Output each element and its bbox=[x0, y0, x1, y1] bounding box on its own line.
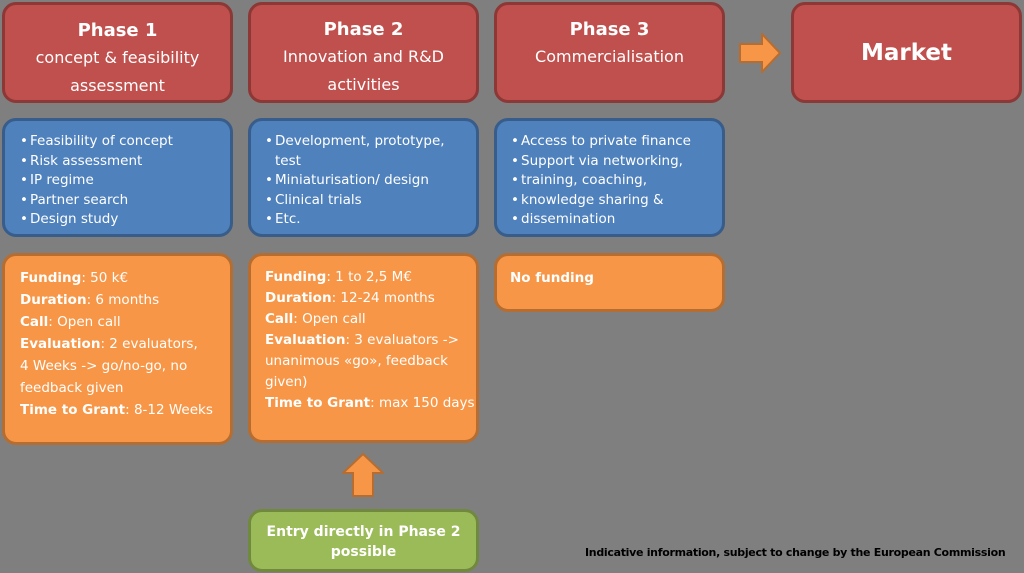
phase-1-title: Phase 1 bbox=[77, 20, 158, 41]
detail-row: Funding: 50 k€ bbox=[20, 267, 230, 289]
detail-value: : 2 evaluators, bbox=[100, 336, 198, 352]
detail-row: feedback given bbox=[20, 377, 230, 399]
phase-3-title: Phase 3 bbox=[569, 19, 650, 40]
detail-value: : max 150 days bbox=[370, 395, 475, 411]
detail-value: : 8-12 Weeks bbox=[125, 402, 213, 418]
detail-row: given) bbox=[265, 372, 476, 393]
list-item: Etc. bbox=[265, 210, 476, 230]
phase-2-subtitle-line-2: activities bbox=[327, 75, 400, 94]
list-item: Feasibility of concept bbox=[20, 132, 230, 152]
detail-value: given) bbox=[265, 374, 308, 390]
phase-1-subtitle-line-1: concept & feasibility bbox=[35, 48, 200, 67]
list-item: Partner search bbox=[20, 191, 230, 211]
detail-key: Call bbox=[265, 311, 294, 327]
phase-1-subtitle-line-2: assessment bbox=[70, 76, 165, 95]
detail-value: : 6 months bbox=[86, 292, 160, 308]
list-item: Development, prototype, bbox=[265, 132, 476, 152]
detail-value: : 50 k€ bbox=[81, 270, 129, 286]
detail-key: Duration bbox=[265, 290, 332, 306]
detail-key: Time to Grant bbox=[20, 402, 126, 418]
list-item: Access to private finance bbox=[511, 132, 722, 152]
detail-value: 4 Weeks -> go/no-go, no bbox=[20, 358, 188, 374]
detail-row: No funding bbox=[510, 267, 722, 289]
arrow-up-icon bbox=[342, 453, 384, 497]
detail-key: Evaluation bbox=[265, 332, 346, 348]
market-label: Market bbox=[860, 39, 953, 66]
list-item: dissemination bbox=[511, 210, 722, 230]
detail-row: unanimous «go», feedback bbox=[265, 351, 476, 372]
detail-key: Funding bbox=[265, 269, 327, 285]
phase-3-activities: Access to private finance Support via ne… bbox=[494, 118, 725, 237]
phase-1-conditions: Funding: 50 k€ Duration: 6 months Call: … bbox=[2, 253, 233, 445]
list-item: test bbox=[275, 152, 301, 169]
phase-2-activities: Development, prototype, test Miniaturisa… bbox=[248, 118, 479, 237]
list-item: Support via networking, bbox=[511, 152, 722, 172]
phase-2-header: Phase 2 Innovation and R&D activities bbox=[248, 2, 479, 103]
disclaimer-note: Indicative information, subject to chang… bbox=[585, 546, 1006, 559]
detail-row: 4 Weeks -> go/no-go, no bbox=[20, 355, 230, 377]
direct-entry-line-2: possible bbox=[330, 544, 397, 560]
phase-3-details: No funding bbox=[510, 267, 722, 289]
detail-row: Duration: 12-24 months bbox=[265, 288, 476, 309]
phase-2-activity-list: Development, prototype, test Miniaturisa… bbox=[265, 132, 476, 230]
detail-row: Evaluation: 3 evaluators -> bbox=[265, 330, 476, 351]
detail-value: feedback given bbox=[20, 380, 124, 396]
phase-1-activities: Feasibility of concept Risk assessment I… bbox=[2, 118, 233, 237]
direct-entry-line-1: Entry directly in Phase 2 bbox=[266, 524, 461, 540]
list-item: Risk assessment bbox=[20, 152, 230, 172]
list-item: Miniaturisation/ design bbox=[265, 171, 476, 191]
list-item: knowledge sharing & bbox=[511, 191, 722, 211]
detail-key: Call bbox=[20, 314, 49, 330]
detail-key: No funding bbox=[510, 270, 594, 286]
detail-row: Duration: 6 months bbox=[20, 289, 230, 311]
phase-1-details: Funding: 50 k€ Duration: 6 months Call: … bbox=[20, 267, 230, 421]
direct-entry-box: Entry directly in Phase 2 possible bbox=[248, 509, 479, 572]
detail-key: Funding bbox=[20, 270, 82, 286]
phase-3-activity-list: Access to private finance Support via ne… bbox=[511, 132, 722, 230]
detail-key: Time to Grant bbox=[265, 395, 371, 411]
list-item: training, coaching, bbox=[511, 171, 722, 191]
detail-value: : 1 to 2,5 M€ bbox=[326, 269, 412, 285]
list-item: Design study bbox=[20, 210, 230, 230]
arrow-right-icon bbox=[739, 33, 781, 73]
detail-row: Evaluation: 2 evaluators, bbox=[20, 333, 230, 355]
phase-1-header: Phase 1 concept & feasibility assessment bbox=[2, 2, 233, 103]
detail-value: : 12-24 months bbox=[331, 290, 435, 306]
phase-1-activity-list: Feasibility of concept Risk assessment I… bbox=[20, 132, 230, 230]
phase-3-subtitle: Commercialisation bbox=[535, 47, 684, 66]
detail-value: unanimous «go», feedback bbox=[265, 353, 448, 369]
detail-row: Funding: 1 to 2,5 M€ bbox=[265, 267, 476, 288]
phase-2-subtitle-line-1: Innovation and R&D bbox=[283, 47, 444, 66]
detail-row: Time to Grant: max 150 days bbox=[265, 393, 476, 414]
detail-value: : Open call bbox=[48, 314, 121, 330]
detail-key: Duration bbox=[20, 292, 87, 308]
detail-key: Evaluation bbox=[20, 336, 101, 352]
detail-value: : Open call bbox=[293, 311, 366, 327]
phase-2-details: Funding: 1 to 2,5 M€ Duration: 12-24 mon… bbox=[265, 267, 476, 414]
detail-row: Call: Open call bbox=[265, 309, 476, 330]
phase-3-header: Phase 3 Commercialisation bbox=[494, 2, 725, 103]
market-box: Market bbox=[791, 2, 1022, 103]
phase-2-conditions: Funding: 1 to 2,5 M€ Duration: 12-24 mon… bbox=[248, 253, 479, 443]
detail-value: : 3 evaluators -> bbox=[345, 332, 459, 348]
phase-2-title: Phase 2 bbox=[323, 19, 404, 40]
phase-3-conditions: No funding bbox=[494, 253, 725, 312]
list-item: IP regime bbox=[20, 171, 230, 191]
list-item: Clinical trials bbox=[265, 191, 476, 211]
detail-row: Call: Open call bbox=[20, 311, 230, 333]
detail-row: Time to Grant: 8-12 Weeks bbox=[20, 399, 230, 421]
